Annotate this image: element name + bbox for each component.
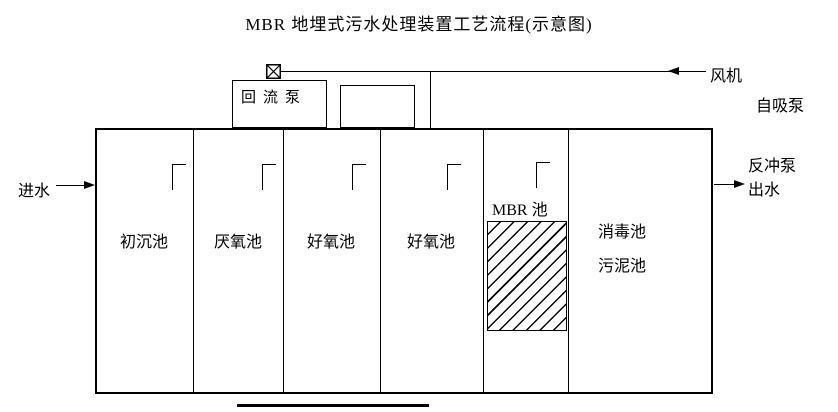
bottom-pipe-line xyxy=(237,404,429,407)
tank-label-disinfection: 消毒池 xyxy=(598,224,647,241)
diagram-title: MBR 地埋式污水处理装置工艺流程(示意图) xyxy=(245,15,593,34)
backwash-pump-label: 反冲泵 xyxy=(748,158,797,175)
divider-5 xyxy=(568,128,569,394)
weir-notch-4 xyxy=(447,164,461,190)
blower-flow-arrow-icon xyxy=(668,67,679,75)
weir-notch-5 xyxy=(536,162,550,188)
return-pump-label: 回流泵 xyxy=(241,90,308,106)
weir-notch-3 xyxy=(352,164,366,190)
divider-1 xyxy=(193,128,194,394)
divider-4 xyxy=(483,128,484,394)
tank-outline xyxy=(95,128,713,394)
inlet-pipe-line xyxy=(56,185,86,186)
tank-label-primary-sedimentation: 初沉池 xyxy=(120,234,169,251)
weir-notch-1 xyxy=(172,164,186,190)
tank-label-mbr: MBR 池 xyxy=(492,202,548,219)
outlet-label: 出水 xyxy=(748,182,781,199)
return-pump-box xyxy=(232,80,327,128)
tank-label-aerobic-2: 好氧池 xyxy=(407,234,456,251)
self-priming-pump-label: 自吸泵 xyxy=(756,98,805,115)
pump-chamber-box xyxy=(340,85,415,128)
valve-icon xyxy=(266,64,281,79)
tank-label-sludge: 污泥池 xyxy=(598,258,647,275)
tank-label-anaerobic: 厌氧池 xyxy=(214,234,263,251)
divider-3 xyxy=(380,128,381,394)
mbr-membrane-module xyxy=(487,221,567,331)
outlet-pipe-line xyxy=(714,184,736,185)
air-pipe-line xyxy=(281,71,706,72)
weir-notch-2 xyxy=(262,164,276,190)
blower-label: 风机 xyxy=(710,68,743,85)
inlet-arrow-icon xyxy=(84,181,95,189)
air-drop-line xyxy=(430,71,431,128)
outlet-arrow-icon xyxy=(734,180,745,188)
inlet-label: 进水 xyxy=(18,183,51,200)
divider-2 xyxy=(283,128,284,394)
tank-label-aerobic-1: 好氧池 xyxy=(307,234,356,251)
